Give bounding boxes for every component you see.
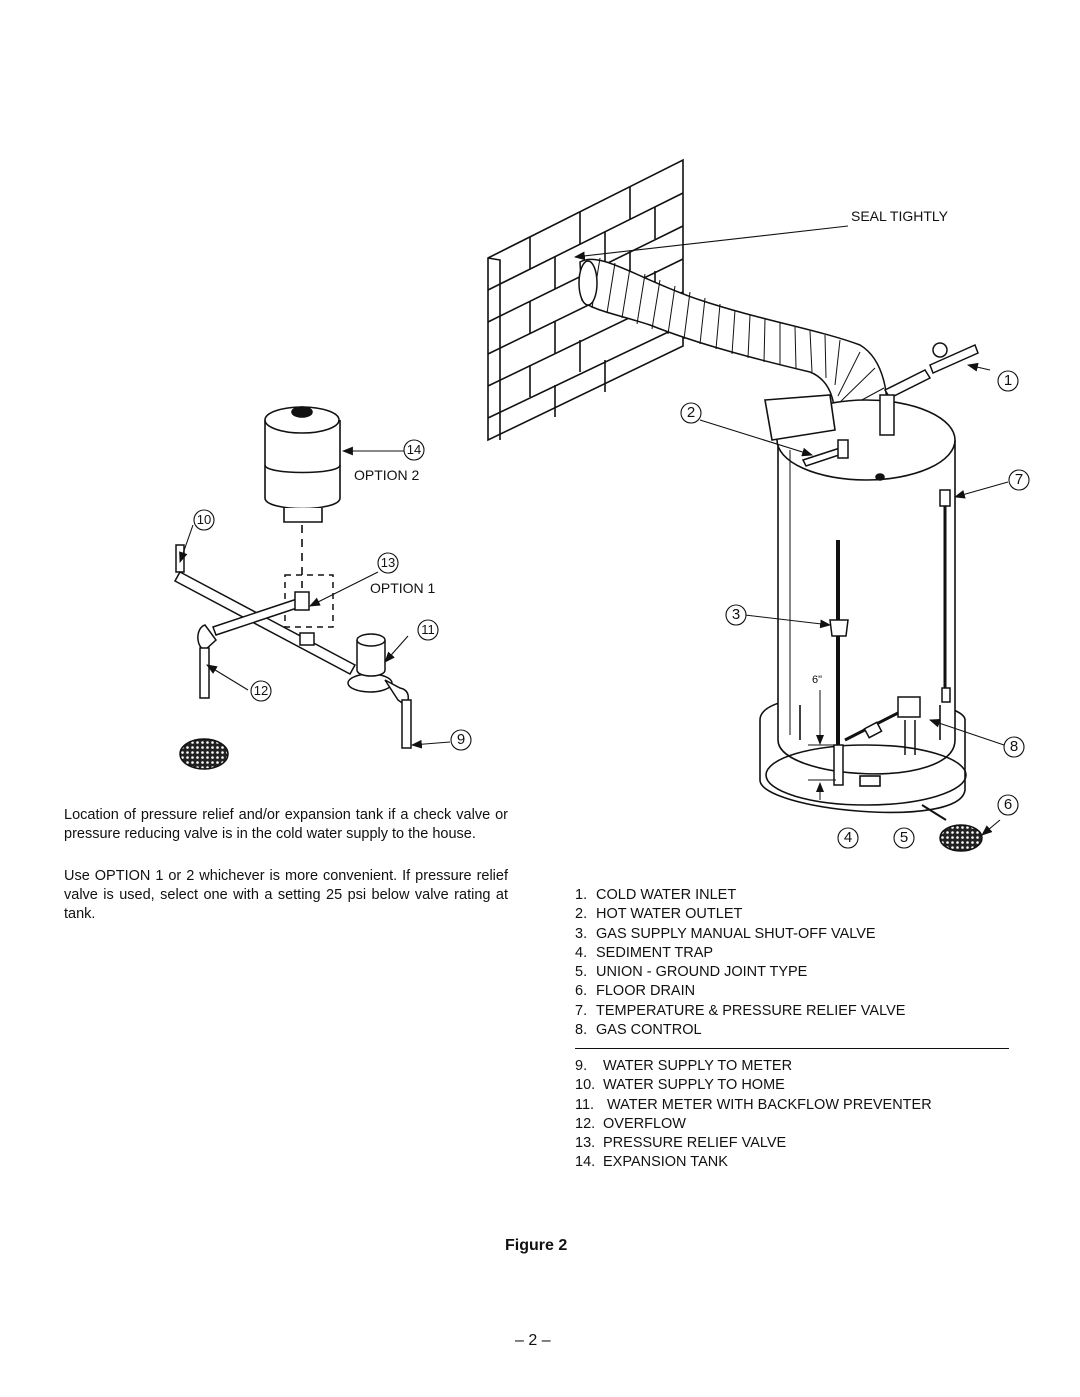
- expansion-tank-drawing: [264, 406, 341, 588]
- option2-label: OPTION 2: [354, 467, 420, 483]
- callout-7: 7: [1014, 471, 1024, 488]
- floor-drain-left: [179, 738, 229, 770]
- six-inch-dimension-label: 6": [812, 674, 823, 686]
- callout-12: 12: [253, 683, 269, 698]
- figure-caption: Figure 2: [505, 1237, 568, 1254]
- legend-item: 5.UNION - GROUND JOINT TYPE: [575, 964, 808, 981]
- legend-meter-parts: 9.WATER SUPPLY TO METER 10.WATER SUPPLY …: [575, 1057, 932, 1173]
- callout-2: 2: [686, 404, 696, 421]
- legend-item: 9.WATER SUPPLY TO METER: [575, 1058, 793, 1074]
- callout-1: 1: [1003, 372, 1013, 389]
- legend-item: 7.TEMPERATURE & PRESSURE RELIEF VALVE: [575, 1002, 906, 1019]
- callout-13: 13: [380, 555, 396, 570]
- option1-dashed-box: [284, 574, 334, 628]
- legend-item: 3.GAS SUPPLY MANUAL SHUT-OFF VALVE: [575, 925, 876, 942]
- option1-label: OPTION 1: [370, 580, 436, 596]
- callout-8: 8: [1009, 738, 1019, 755]
- legend-divider: [575, 1048, 1009, 1049]
- legend-item: 4.SEDIMENT TRAP: [575, 944, 714, 961]
- heater-pipes: [801, 342, 979, 703]
- legend-item: 8.GAS CONTROL: [575, 1022, 702, 1039]
- callout-circles: [193, 370, 1030, 849]
- page-number: – 2 –: [515, 1332, 551, 1349]
- legend-item: 13.PRESSURE RELIEF VALVE: [575, 1135, 787, 1152]
- callout-11: 11: [421, 622, 435, 637]
- legend-item: 1.COLD WATER INLET: [575, 887, 737, 903]
- callout-14: 14: [406, 442, 422, 457]
- callout-3: 3: [731, 606, 741, 623]
- gas-line: [808, 540, 921, 800]
- callout-4: 4: [843, 829, 853, 846]
- meter-piping: [173, 544, 412, 749]
- option-paragraph: Use OPTION 1 or 2 whichever is more conv…: [64, 868, 508, 922]
- callout-5: 5: [899, 829, 909, 846]
- callout-10: 10: [196, 512, 212, 527]
- legend-item: 6.FLOOR DRAIN: [575, 983, 696, 1000]
- location-paragraph: Location of pressure relief and/or expan…: [64, 807, 508, 842]
- legend-item: 14.EXPANSION TANK: [575, 1154, 728, 1171]
- legend-item: 2.HOT WATER OUTLET: [575, 906, 743, 923]
- seal-tightly-label: SEAL TIGHTLY: [851, 208, 948, 224]
- legend-item: 12.OVERFLOW: [575, 1115, 686, 1132]
- legend-item: 10.WATER SUPPLY TO HOME: [575, 1077, 785, 1094]
- leader-lines: [179, 225, 1009, 836]
- legend-item: 11. WATER METER WITH BACKFLOW PREVENTER: [575, 1096, 932, 1113]
- legend-heater-parts: 1.COLD WATER INLET 2.HOT WATER OUTLET 3.…: [575, 886, 905, 1040]
- floor-drain-right: [921, 804, 983, 852]
- callout-9: 9: [456, 731, 466, 748]
- water-heater: [759, 394, 967, 814]
- callout-6: 6: [1003, 796, 1013, 813]
